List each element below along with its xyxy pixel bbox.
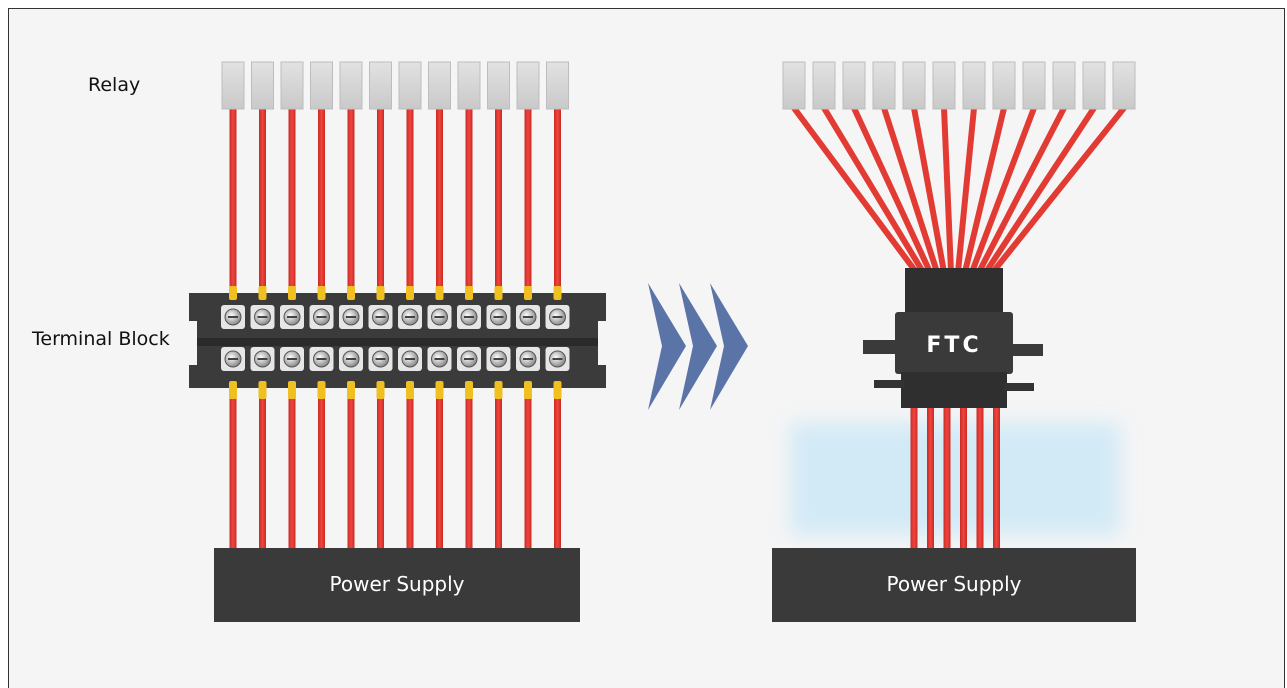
- relay-label: Relay: [88, 74, 141, 96]
- relay-pin: [398, 61, 422, 110]
- relay-pin: [1022, 61, 1046, 110]
- chevron-right-icon: [710, 283, 748, 410]
- relay-pin: [872, 61, 896, 110]
- terminal-block-divider: [197, 338, 598, 346]
- ftc-label: FTC: [926, 333, 981, 358]
- wire: [910, 405, 918, 551]
- wire: [941, 107, 954, 273]
- ftc-side-latch: [1011, 344, 1043, 356]
- relay-pin: [487, 61, 510, 110]
- terminal-ferrule: [524, 286, 532, 300]
- relay-pin: [428, 61, 451, 110]
- wire: [960, 405, 967, 551]
- power-supply-label: Power Supply: [330, 572, 465, 596]
- ftc-side-latch: [863, 340, 897, 354]
- terminal-ferrule: [258, 381, 267, 399]
- wire: [976, 106, 1067, 274]
- terminal-ferrule: [435, 286, 444, 300]
- wire: [955, 107, 977, 273]
- relay-pin: [310, 61, 333, 110]
- wire: [983, 106, 1097, 274]
- terminal-ferrule: [494, 381, 503, 399]
- ftc-clip: [874, 380, 904, 388]
- glow-highlight: [790, 423, 1120, 535]
- relay-pin: [1112, 61, 1136, 110]
- terminal-ferrule: [288, 286, 296, 300]
- relay-pin: [842, 61, 866, 110]
- left-terminal-block-setup: Power Supply: [189, 61, 606, 622]
- wire: [927, 405, 934, 551]
- relay-pin: [369, 61, 392, 110]
- wire: [990, 106, 1127, 274]
- ftc-body: [895, 312, 1013, 374]
- relay-pin: [1082, 61, 1106, 110]
- terminal-ferrule: [406, 286, 414, 300]
- ftc-bottom-housing: [901, 372, 1007, 408]
- transition-arrows: [648, 283, 748, 410]
- power-supply-box: [772, 548, 1136, 622]
- terminal-ferrule: [465, 381, 473, 399]
- wire: [969, 106, 1037, 274]
- terminal-ferrule: [347, 381, 355, 399]
- relay-pin: [992, 61, 1016, 110]
- terminal-ferrule: [376, 286, 385, 300]
- chevron-right-icon: [679, 283, 717, 410]
- wire: [976, 405, 984, 551]
- relay-pin: [932, 61, 956, 110]
- terminal-ferrule: [465, 286, 473, 300]
- wire: [911, 107, 947, 273]
- relay-pin: [339, 61, 363, 110]
- terminal-ferrule: [229, 286, 237, 300]
- terminal-ferrule: [406, 381, 414, 399]
- terminal-ferrule: [347, 286, 355, 300]
- terminal-ferrule: [317, 286, 326, 300]
- terminal-ferrule: [229, 381, 237, 399]
- ftc-top-housing: [905, 268, 1003, 312]
- power-supply-label: Power Supply: [887, 572, 1022, 596]
- relay-pin: [516, 61, 540, 110]
- terminal-ferrule: [376, 381, 385, 399]
- terminal-ferrule: [258, 286, 267, 300]
- terminal-ferrule: [288, 381, 296, 399]
- relay-pin: [251, 61, 274, 110]
- terminal-ferrule: [524, 381, 532, 399]
- wire: [993, 405, 1000, 551]
- wire: [821, 106, 926, 274]
- wire: [881, 107, 940, 273]
- relay-pin: [1052, 61, 1076, 110]
- relay-pin: [280, 61, 304, 110]
- relay-pin: [812, 61, 836, 110]
- wire: [962, 107, 1007, 273]
- relay-pin: [782, 61, 806, 110]
- relay-pin: [546, 61, 569, 110]
- chevron-right-icon: [648, 283, 686, 410]
- wire: [791, 106, 919, 274]
- wiring-comparison-diagram: Power Supply FTC Power Supply: [189, 61, 1136, 622]
- wire: [851, 106, 933, 274]
- terminal-ferrule: [494, 286, 503, 300]
- wire: [943, 405, 951, 551]
- relay-pin: [457, 61, 481, 110]
- relay-pin: [902, 61, 926, 110]
- ftc-clip: [1004, 383, 1034, 391]
- terminal-ferrule: [553, 286, 562, 300]
- terminal-block-label: Terminal Block: [32, 328, 170, 350]
- terminal-ferrule: [553, 381, 562, 399]
- power-supply-box: [214, 548, 580, 622]
- terminal-ferrule: [317, 381, 326, 399]
- relay-pin: [962, 61, 986, 110]
- relay-pin: [221, 61, 245, 110]
- right-ftc-setup: FTC Power Supply: [772, 61, 1136, 622]
- terminal-ferrule: [435, 381, 444, 399]
